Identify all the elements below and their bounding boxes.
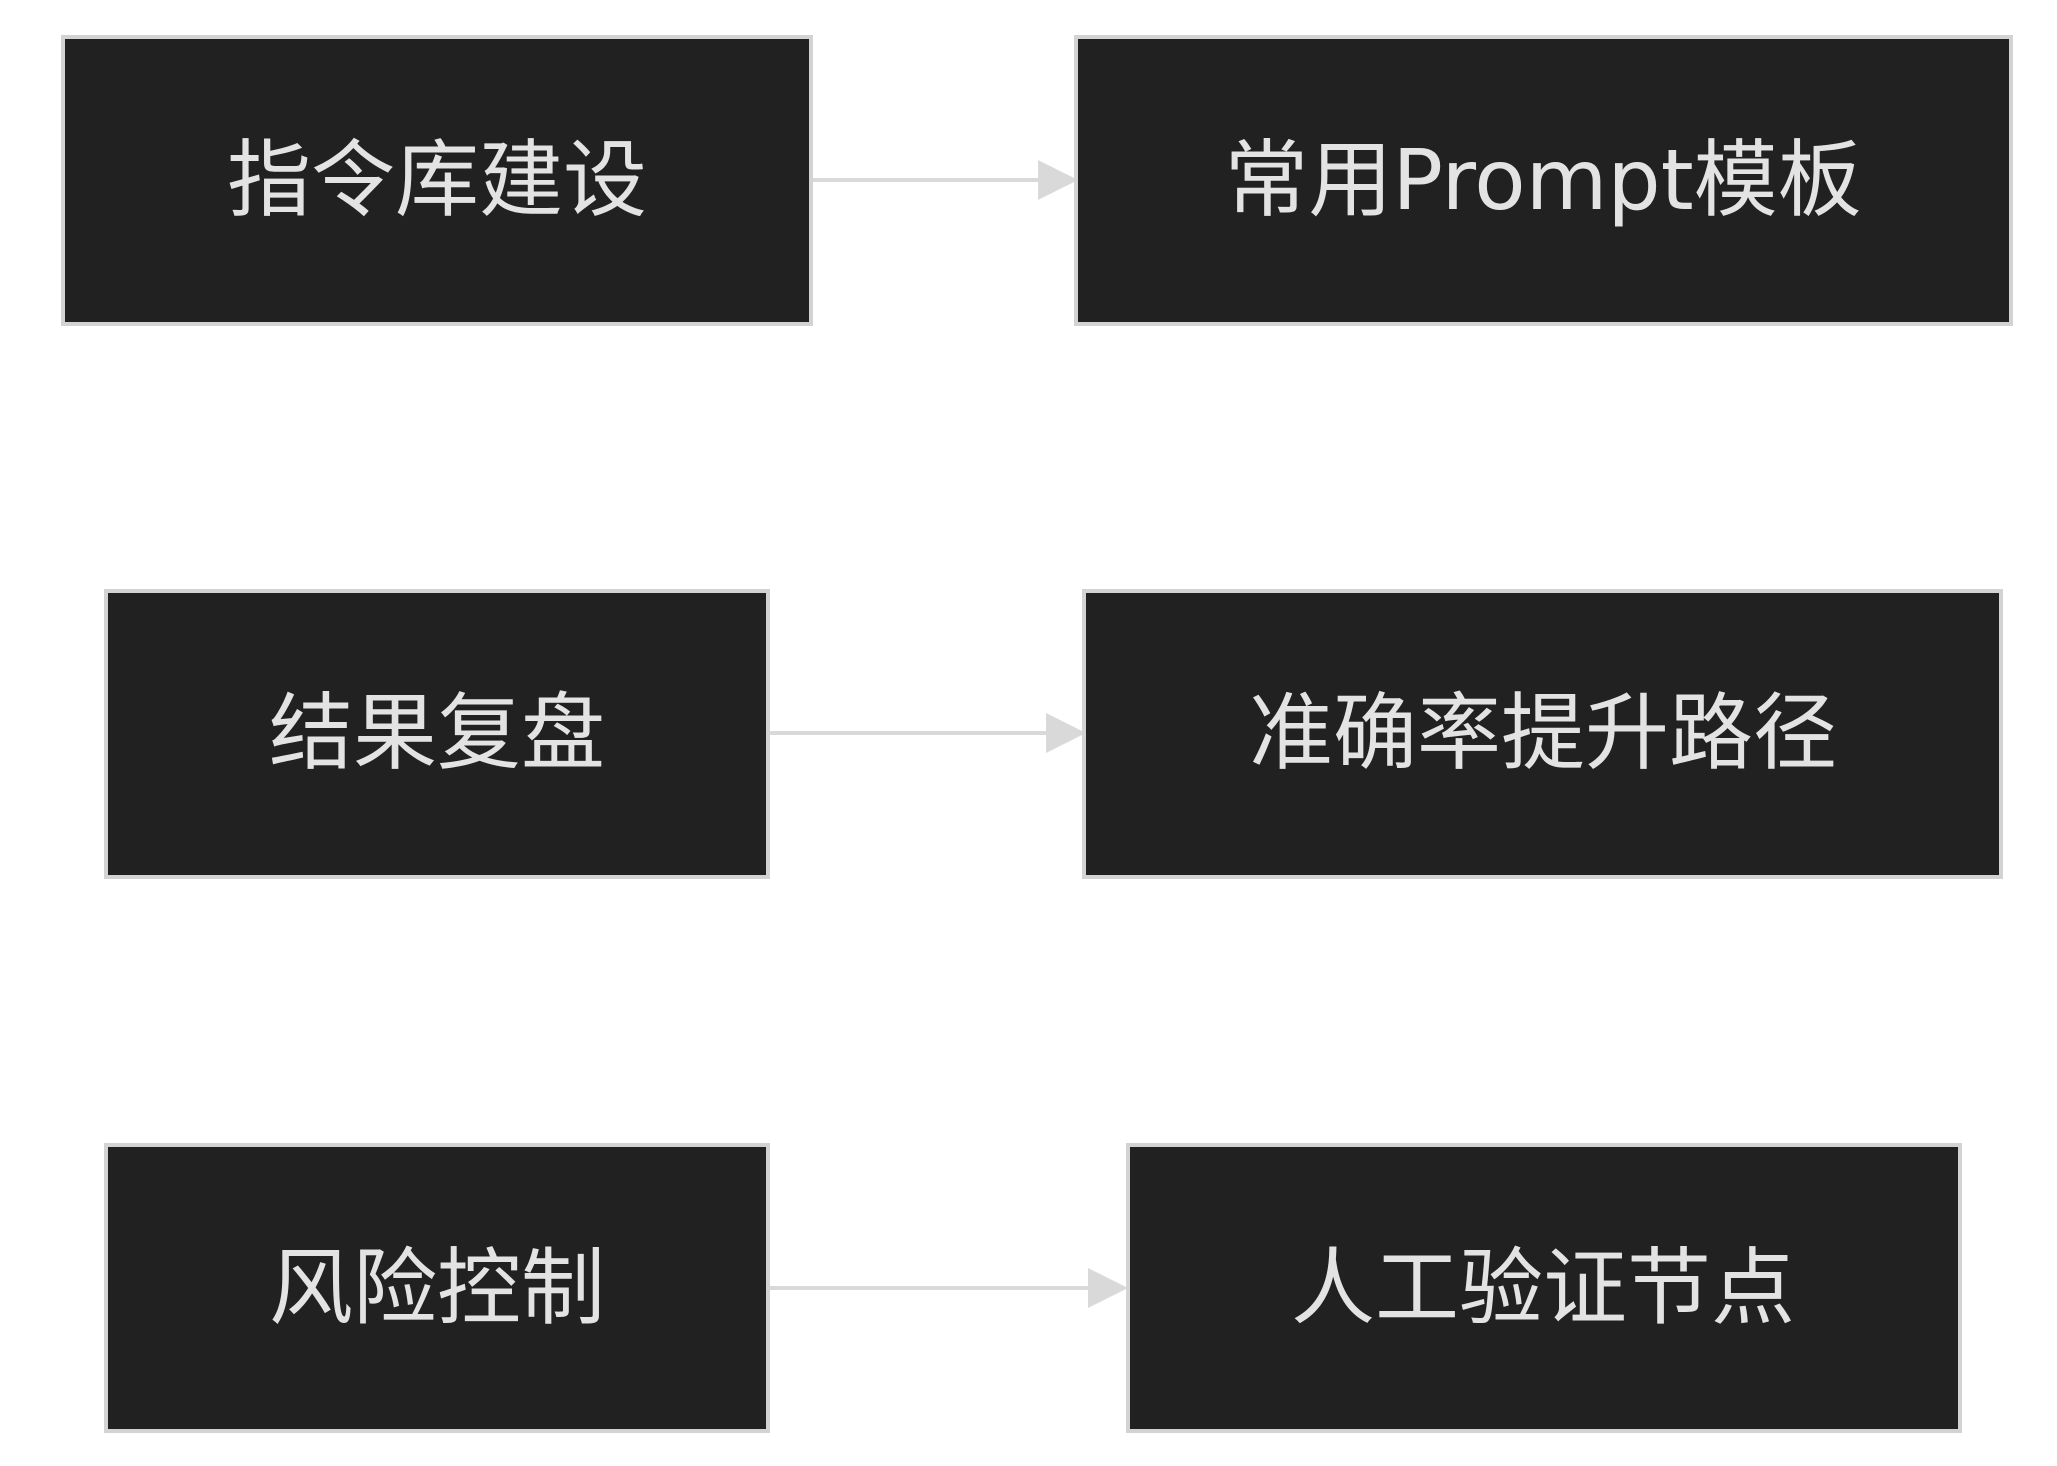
node-instruction-library[interactable]: 指令库建设 <box>61 35 813 326</box>
edge-n5-n6 <box>768 1268 1128 1308</box>
arrow-head-icon <box>1088 1268 1128 1308</box>
node-prompt-templates[interactable]: 常用Prompt模板 <box>1074 35 2013 326</box>
node-label: 结果复盘 <box>269 684 605 782</box>
arrow-head-icon <box>1046 713 1086 753</box>
node-label: 准确率提升路径 <box>1249 684 1837 782</box>
edge-n1-n2 <box>811 160 1078 200</box>
node-manual-verification[interactable]: 人工验证节点 <box>1126 1143 1962 1433</box>
node-label: 指令库建设 <box>227 131 647 229</box>
edge-n3-n4 <box>768 713 1086 753</box>
node-label: 常用Prompt模板 <box>1224 131 1861 229</box>
node-risk-control[interactable]: 风险控制 <box>104 1143 770 1433</box>
node-label: 人工验证节点 <box>1291 1239 1795 1337</box>
node-label: 风险控制 <box>269 1239 605 1337</box>
node-accuracy-path[interactable]: 准确率提升路径 <box>1082 589 2003 879</box>
node-result-review[interactable]: 结果复盘 <box>104 589 770 879</box>
arrow-head-icon <box>1038 160 1078 200</box>
